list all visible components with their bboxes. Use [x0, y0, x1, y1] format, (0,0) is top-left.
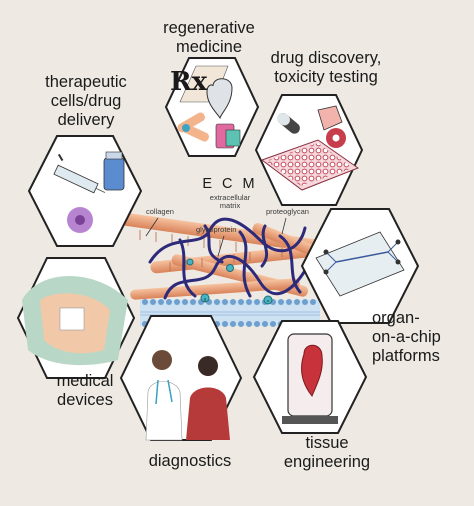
label-diagnostics: diagnostics — [130, 452, 250, 471]
biohazard-icon — [326, 128, 346, 148]
label-glycoprotein: glycoprotein — [196, 225, 237, 234]
label-organ-on-chip: organ- on-a-chip platforms — [372, 309, 441, 366]
subtitle-line: matrix — [219, 201, 241, 211]
hex-medical-devices — [16, 257, 136, 379]
hex-regenerative-medicine — [164, 57, 260, 157]
heart-icon — [206, 78, 233, 120]
hex-therapeutic-delivery — [27, 135, 143, 247]
ecm-title: E C M — [202, 176, 258, 192]
label-regenerative-medicine: regenerative medicine — [134, 19, 284, 57]
label-line: on-a-chip — [372, 327, 441, 346]
subtitle-line: extracellular — [209, 193, 251, 202]
label-line: delivery — [57, 110, 115, 129]
syringe-icon — [53, 153, 106, 194]
well-plate-icon — [260, 139, 360, 191]
inhaler-icon — [215, 123, 241, 149]
label-therapeutic-delivery: therapeutic cells/drug delivery — [26, 73, 146, 130]
label-line: therapeutic — [45, 73, 127, 91]
hex-tissue-engineering — [252, 320, 368, 434]
label-line: medical — [56, 372, 114, 390]
label-line: tissue — [305, 434, 349, 452]
doctor-patient-icon — [145, 350, 230, 441]
pill-icon — [277, 113, 300, 134]
joint-icon — [177, 112, 209, 142]
label-line: diagnostics — [148, 452, 232, 470]
rx-symbol: Rx — [170, 67, 208, 97]
hex-diagnostics — [119, 315, 243, 441]
glycoprotein-stalks — [204, 298, 269, 302]
label-line: medicine — [175, 37, 243, 56]
label-line: regenerative — [163, 19, 255, 37]
label-proteoglycan: proteoglycan — [266, 207, 309, 216]
ecm-subtitle: extracellular matrix — [194, 193, 266, 211]
label-drug-discovery: drug discovery, toxicity testing — [256, 49, 396, 87]
vial-icon — [103, 151, 125, 191]
hex-drug-discovery — [254, 94, 364, 206]
hex-organ-on-chip — [300, 208, 420, 324]
label-line: organ- — [372, 309, 420, 327]
label-medical-devices: medical devices — [40, 372, 130, 410]
label-line: engineering — [283, 452, 371, 471]
proteoglycan-network — [148, 217, 312, 300]
cell-icon — [67, 207, 93, 233]
label-collagen: collagen — [146, 207, 174, 216]
label-line: toxicity testing — [274, 67, 378, 86]
label-line: platforms — [372, 346, 440, 365]
label-pointers — [145, 217, 287, 257]
label-tissue-engineering: tissue engineering — [272, 434, 382, 472]
label-line: drug discovery, — [270, 49, 382, 67]
chip-icon — [315, 231, 405, 297]
label-line: devices — [57, 390, 113, 409]
pipette-tube-icon — [317, 105, 343, 131]
bioreactor-heart-icon — [282, 333, 338, 424]
arm-bandage-icon — [22, 276, 128, 366]
label-line: cells/drug — [50, 91, 122, 110]
